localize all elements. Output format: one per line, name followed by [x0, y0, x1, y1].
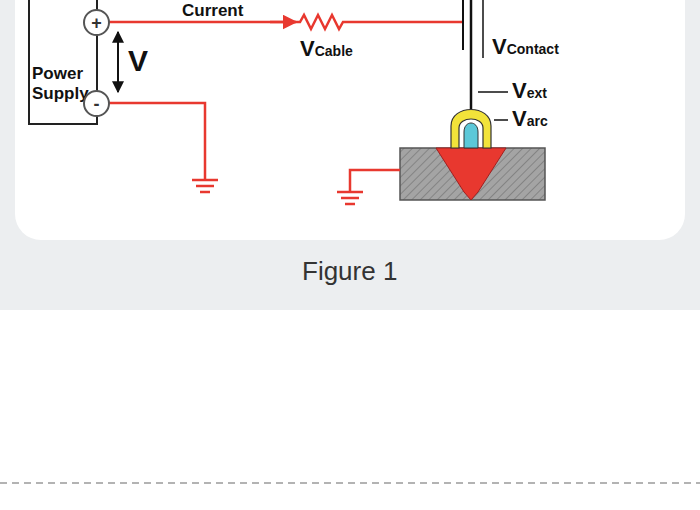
- voltage-arrow: [117, 32, 119, 92]
- terminal-positive: +: [83, 9, 110, 36]
- electrode-wire: [470, 0, 473, 112]
- arc-plasma: [451, 110, 491, 149]
- figure-caption: Figure 1: [302, 256, 397, 287]
- current-label: Current: [182, 1, 243, 21]
- contact-leader: [482, 0, 484, 58]
- cable-wire: [109, 15, 463, 29]
- ext-leader: [478, 91, 508, 93]
- separator-line: [0, 478, 700, 488]
- weld-pool: [436, 148, 506, 200]
- voltage-label: V: [128, 44, 148, 78]
- arc-leader: [494, 119, 508, 121]
- ground-symbol: [337, 192, 363, 204]
- power-supply-box: Power Supply+-: [28, 0, 98, 125]
- ground-symbol: [192, 180, 218, 192]
- contact-voltage-label: VContact: [492, 34, 559, 60]
- workpiece: [400, 148, 545, 200]
- arc-voltage-label: Varc: [512, 106, 548, 132]
- node-text: -: [94, 95, 100, 113]
- extension-voltage-label: Vext: [512, 78, 547, 104]
- ground-wire: [109, 103, 205, 180]
- work-lead: [350, 170, 400, 192]
- cable-voltage-label: VCable: [300, 36, 353, 62]
- metal-droplet: [464, 123, 478, 148]
- contact-tube: [462, 0, 464, 50]
- node-text: +: [91, 14, 102, 32]
- current-arrow: [270, 21, 296, 24]
- terminal-negative: -: [83, 90, 110, 117]
